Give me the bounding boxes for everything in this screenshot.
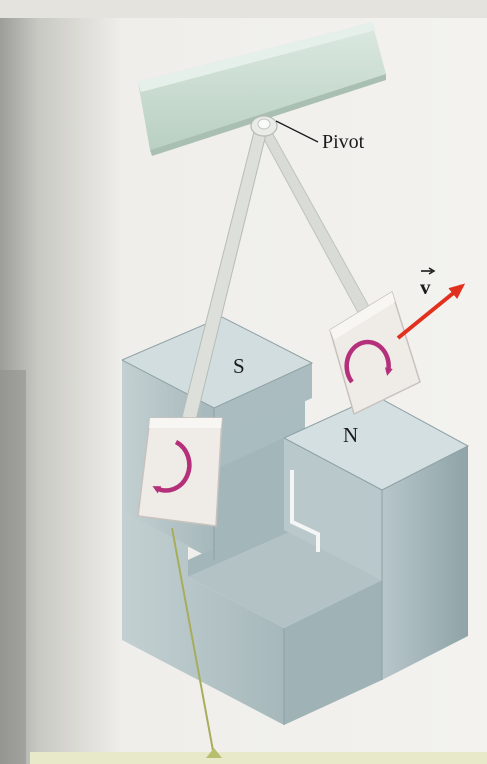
velocity-arrow-icon <box>396 283 466 340</box>
north-pole-label: N <box>343 423 358 447</box>
north-pole-bottom-front <box>284 580 382 725</box>
right-plate <box>329 291 421 415</box>
north-pole-front <box>382 446 468 680</box>
north-pole-inner-face <box>284 438 382 580</box>
north-pole-top <box>284 396 468 490</box>
pivot-joint <box>250 115 278 137</box>
magnet-base-inner-wall <box>188 436 290 577</box>
eddy-current-left-icon <box>152 440 192 494</box>
magnet-base-front <box>122 512 284 725</box>
south-pole-label: S <box>233 354 245 378</box>
page-bottom-strip <box>30 752 487 764</box>
page-top-edge <box>0 0 487 18</box>
support-bar <box>138 22 386 156</box>
magnet-base-floor <box>188 532 382 628</box>
svg-text:v: v <box>420 275 431 299</box>
south-pole-side <box>214 363 312 444</box>
hanging-string <box>171 527 215 757</box>
pivot-leader-line <box>275 120 319 143</box>
string-weight <box>206 748 222 758</box>
pole-gap-slit <box>290 470 320 552</box>
eddy-current-right-icon <box>344 339 393 384</box>
velocity-label: v <box>420 267 436 299</box>
pivot-label: Pivot <box>322 131 365 153</box>
page-left-shadow <box>0 370 26 764</box>
magnet <box>121 316 470 725</box>
left-plate <box>137 417 223 527</box>
